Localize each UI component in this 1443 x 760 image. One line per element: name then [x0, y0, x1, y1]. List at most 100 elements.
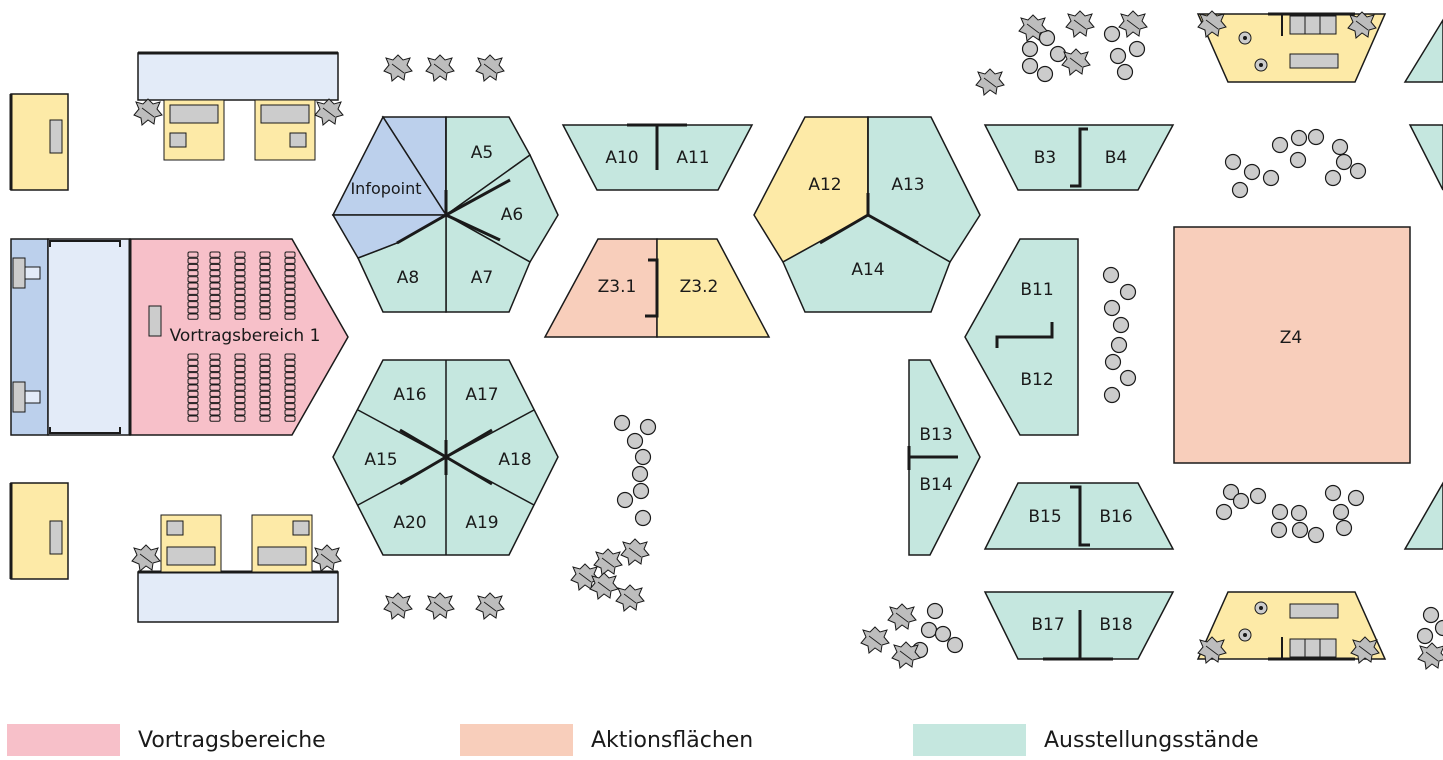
stage-bottom-right: [1196, 591, 1387, 661]
seat-icon: [187, 251, 199, 258]
stage-top-right: [1196, 12, 1387, 83]
seat-icon: [284, 378, 296, 385]
label-b17: B17: [1031, 615, 1064, 635]
table-icon: [639, 418, 657, 436]
table-icon: [1232, 492, 1250, 510]
seat-rows: [187, 251, 296, 422]
seat-icon: [284, 403, 296, 410]
label-a16: A16: [393, 385, 426, 405]
stand-b3-b4[interactable]: B3 B4: [983, 124, 1175, 191]
table-icon: [1224, 153, 1242, 171]
stand-b11-b12[interactable]: B11 B12: [964, 238, 1079, 436]
table-icon: [1103, 386, 1121, 404]
floor-plan: Vortragsbereich 1 Infopoint A5 A6 A7 A8 …: [9, 10, 1443, 670]
action-area-z4[interactable]: Z4: [1173, 226, 1411, 464]
seat-icon: [187, 403, 199, 410]
seat-icon: [209, 378, 221, 385]
seat-icon: [187, 396, 199, 404]
seat-icon: [234, 307, 246, 314]
seat-icon: [284, 313, 296, 320]
table-icon: [1270, 521, 1288, 539]
table-icon: [1332, 503, 1350, 521]
table-icon: [1103, 299, 1121, 317]
seat-icon: [284, 282, 296, 289]
seat-icon: [259, 365, 271, 373]
seat-icon: [284, 409, 296, 416]
table-icon: [1416, 627, 1434, 645]
seat-icon: [259, 409, 271, 416]
table-icon: [1271, 136, 1289, 154]
seat-icon: [209, 384, 221, 391]
label-a18: A18: [498, 450, 531, 470]
table-icon: [1331, 138, 1349, 156]
hex-stand-group-3[interactable]: A12 A13 A14: [753, 116, 981, 313]
seat-icon: [187, 313, 199, 320]
seat-icon: [234, 390, 246, 397]
plant-icon: [425, 54, 455, 82]
seat-icon: [234, 384, 246, 391]
plant-icon: [425, 592, 455, 620]
label-b15: B15: [1028, 507, 1061, 527]
label-a17: A17: [465, 385, 498, 405]
label-a12: A12: [808, 175, 841, 195]
seat-icon: [234, 359, 246, 366]
seat-icon: [187, 288, 199, 295]
seat-icon: [284, 288, 296, 295]
legend-lecture: Vortragsbereiche: [7, 724, 326, 756]
lecture-area-1[interactable]: Vortragsbereich 1: [10, 238, 349, 436]
label-b4: B4: [1105, 148, 1127, 168]
seat-icon: [209, 257, 221, 264]
seat-icon: [284, 415, 296, 422]
seat-icon: [234, 396, 246, 404]
table-icon: [1109, 47, 1127, 65]
table-icon: [1103, 25, 1121, 43]
label-b11: B11: [1020, 280, 1053, 300]
seat-icon: [187, 390, 199, 397]
hex-stand-group-1[interactable]: Infopoint A5 A6 A7 A8: [331, 115, 559, 313]
label-a8: A8: [397, 268, 419, 288]
plant-icon: [383, 54, 413, 82]
table-icon: [920, 621, 938, 639]
legend-label-lecture: Vortragsbereiche: [138, 727, 326, 753]
stand-b13-b14[interactable]: B13 B14: [907, 359, 981, 556]
label-z4: Z4: [1280, 328, 1302, 348]
seat-icon: [209, 276, 221, 283]
hex-stand-group-2[interactable]: A16 A17 A15 A18 A20 A19: [332, 359, 559, 556]
seat-icon: [284, 396, 296, 404]
table-icon: [626, 432, 644, 450]
plant-icon: [570, 563, 600, 591]
seat-icon: [284, 294, 296, 302]
table-icon: [634, 509, 652, 527]
seat-icon: [259, 396, 271, 404]
table-icon: [613, 414, 631, 432]
label-infopoint: Infopoint: [350, 179, 421, 198]
seat-icon: [234, 251, 246, 258]
plant-icon: [133, 98, 163, 126]
seat-icon: [284, 353, 296, 360]
label-a11: A11: [676, 148, 709, 168]
table-icon: [1231, 181, 1249, 199]
action-area-z3[interactable]: Z3.1 Z3.2: [543, 238, 771, 338]
table-icon: [634, 448, 652, 466]
seat-icon: [234, 353, 246, 360]
seat-icon: [234, 409, 246, 416]
seat-icon: [234, 365, 246, 373]
seat-icon: [259, 251, 271, 258]
plant-icon: [131, 544, 161, 572]
seat-icon: [234, 282, 246, 289]
table-icon: [1307, 526, 1325, 544]
table-icon: [1324, 484, 1342, 502]
stand-b15-b16[interactable]: B15 B16: [983, 482, 1175, 550]
seat-icon: [284, 372, 296, 379]
seat-icon: [187, 365, 199, 373]
stand-a10-a11[interactable]: A10 A11: [561, 123, 754, 191]
table-icon: [1104, 353, 1122, 371]
seat-icon: [284, 365, 296, 373]
table-icon: [1291, 521, 1309, 539]
seat-icon: [259, 390, 271, 397]
table-icon: [1110, 336, 1128, 354]
seat-icon: [284, 301, 296, 308]
stand-b17-b18[interactable]: B17 B18: [983, 591, 1175, 661]
plant-icon: [1118, 10, 1148, 38]
plant-icon: [589, 572, 619, 600]
